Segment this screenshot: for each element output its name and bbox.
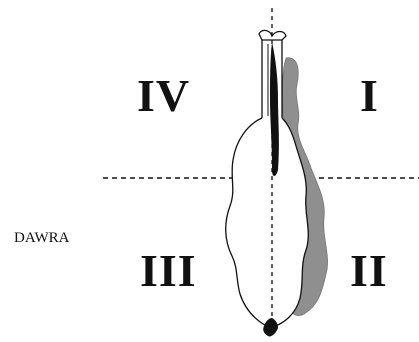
quadrant-label-iii: III bbox=[140, 248, 197, 294]
quadrant-label-ii: II bbox=[350, 248, 388, 294]
quadrant-label-i: I bbox=[360, 73, 379, 119]
side-label: DAWRA bbox=[14, 230, 69, 247]
organ-outline bbox=[226, 118, 309, 328]
quadrant-label-iv: IV bbox=[137, 73, 190, 119]
